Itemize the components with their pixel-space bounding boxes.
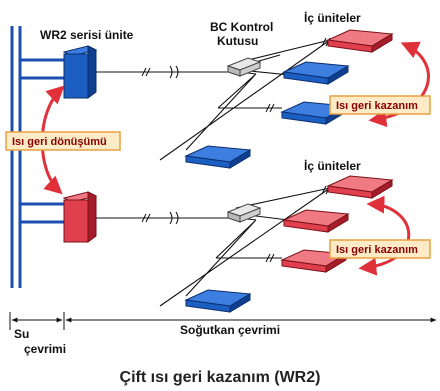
indoor-unit-bottom-red-2: [282, 209, 350, 233]
heat-recovery-arrow-bottom: [358, 195, 411, 276]
bc-control-box-bottom: [226, 203, 262, 223]
heat-recovery-arrow-top: [368, 41, 430, 128]
bc-box-label-line2: Kutusu: [217, 34, 258, 48]
indoor-unit-bottom-red-1: [326, 175, 394, 199]
wr2-unit-label: WR2 serisi ünite: [40, 28, 134, 42]
wr2-unit-bottom: [62, 191, 98, 243]
wr2-unit-top: [62, 45, 98, 99]
heat-recycle-tag-text: Isı geri dönüşümü: [12, 136, 107, 148]
refrigerant-lines-top: [96, 39, 331, 161]
cycle-axis: [9, 312, 437, 330]
water-loop-pipes: [10, 26, 64, 288]
water-cycle-label-line1: Su: [14, 327, 29, 341]
indoor-unit-top-red: [326, 29, 394, 53]
bc-control-box-top: [226, 57, 262, 77]
indoor-unit-top-blue-1: [282, 61, 350, 85]
indoor-unit-bottom-blue: [184, 289, 252, 313]
water-cycle-label-line2: çevrimi: [24, 342, 66, 356]
heat-recovery-tag-bottom-text: Isı geri kazanım: [336, 244, 418, 256]
diagram-title: Çift ısı geri kazanım (WR2): [120, 369, 321, 386]
refrigerant-cycle-label: Soğutkan çevrimi: [180, 323, 280, 337]
refrigerant-lines-bottom: [96, 187, 331, 307]
heat-recycle-tag: Isı geri dönüşümü: [5, 131, 121, 151]
indoor-units-label-bottom: İç üniteler: [304, 158, 361, 173]
heat-recovery-tag-bottom: Isı geri kazanım: [329, 239, 431, 259]
bc-box-label-line1: BC Kontrol: [210, 20, 273, 34]
heat-recovery-tag-top: Isı geri kazanım: [329, 95, 431, 115]
heat-recovery-tag-top-text: Isı geri kazanım: [336, 100, 418, 112]
indoor-unit-top-blue-3: [184, 145, 252, 169]
indoor-units-label-top: İç üniteler: [304, 10, 361, 25]
